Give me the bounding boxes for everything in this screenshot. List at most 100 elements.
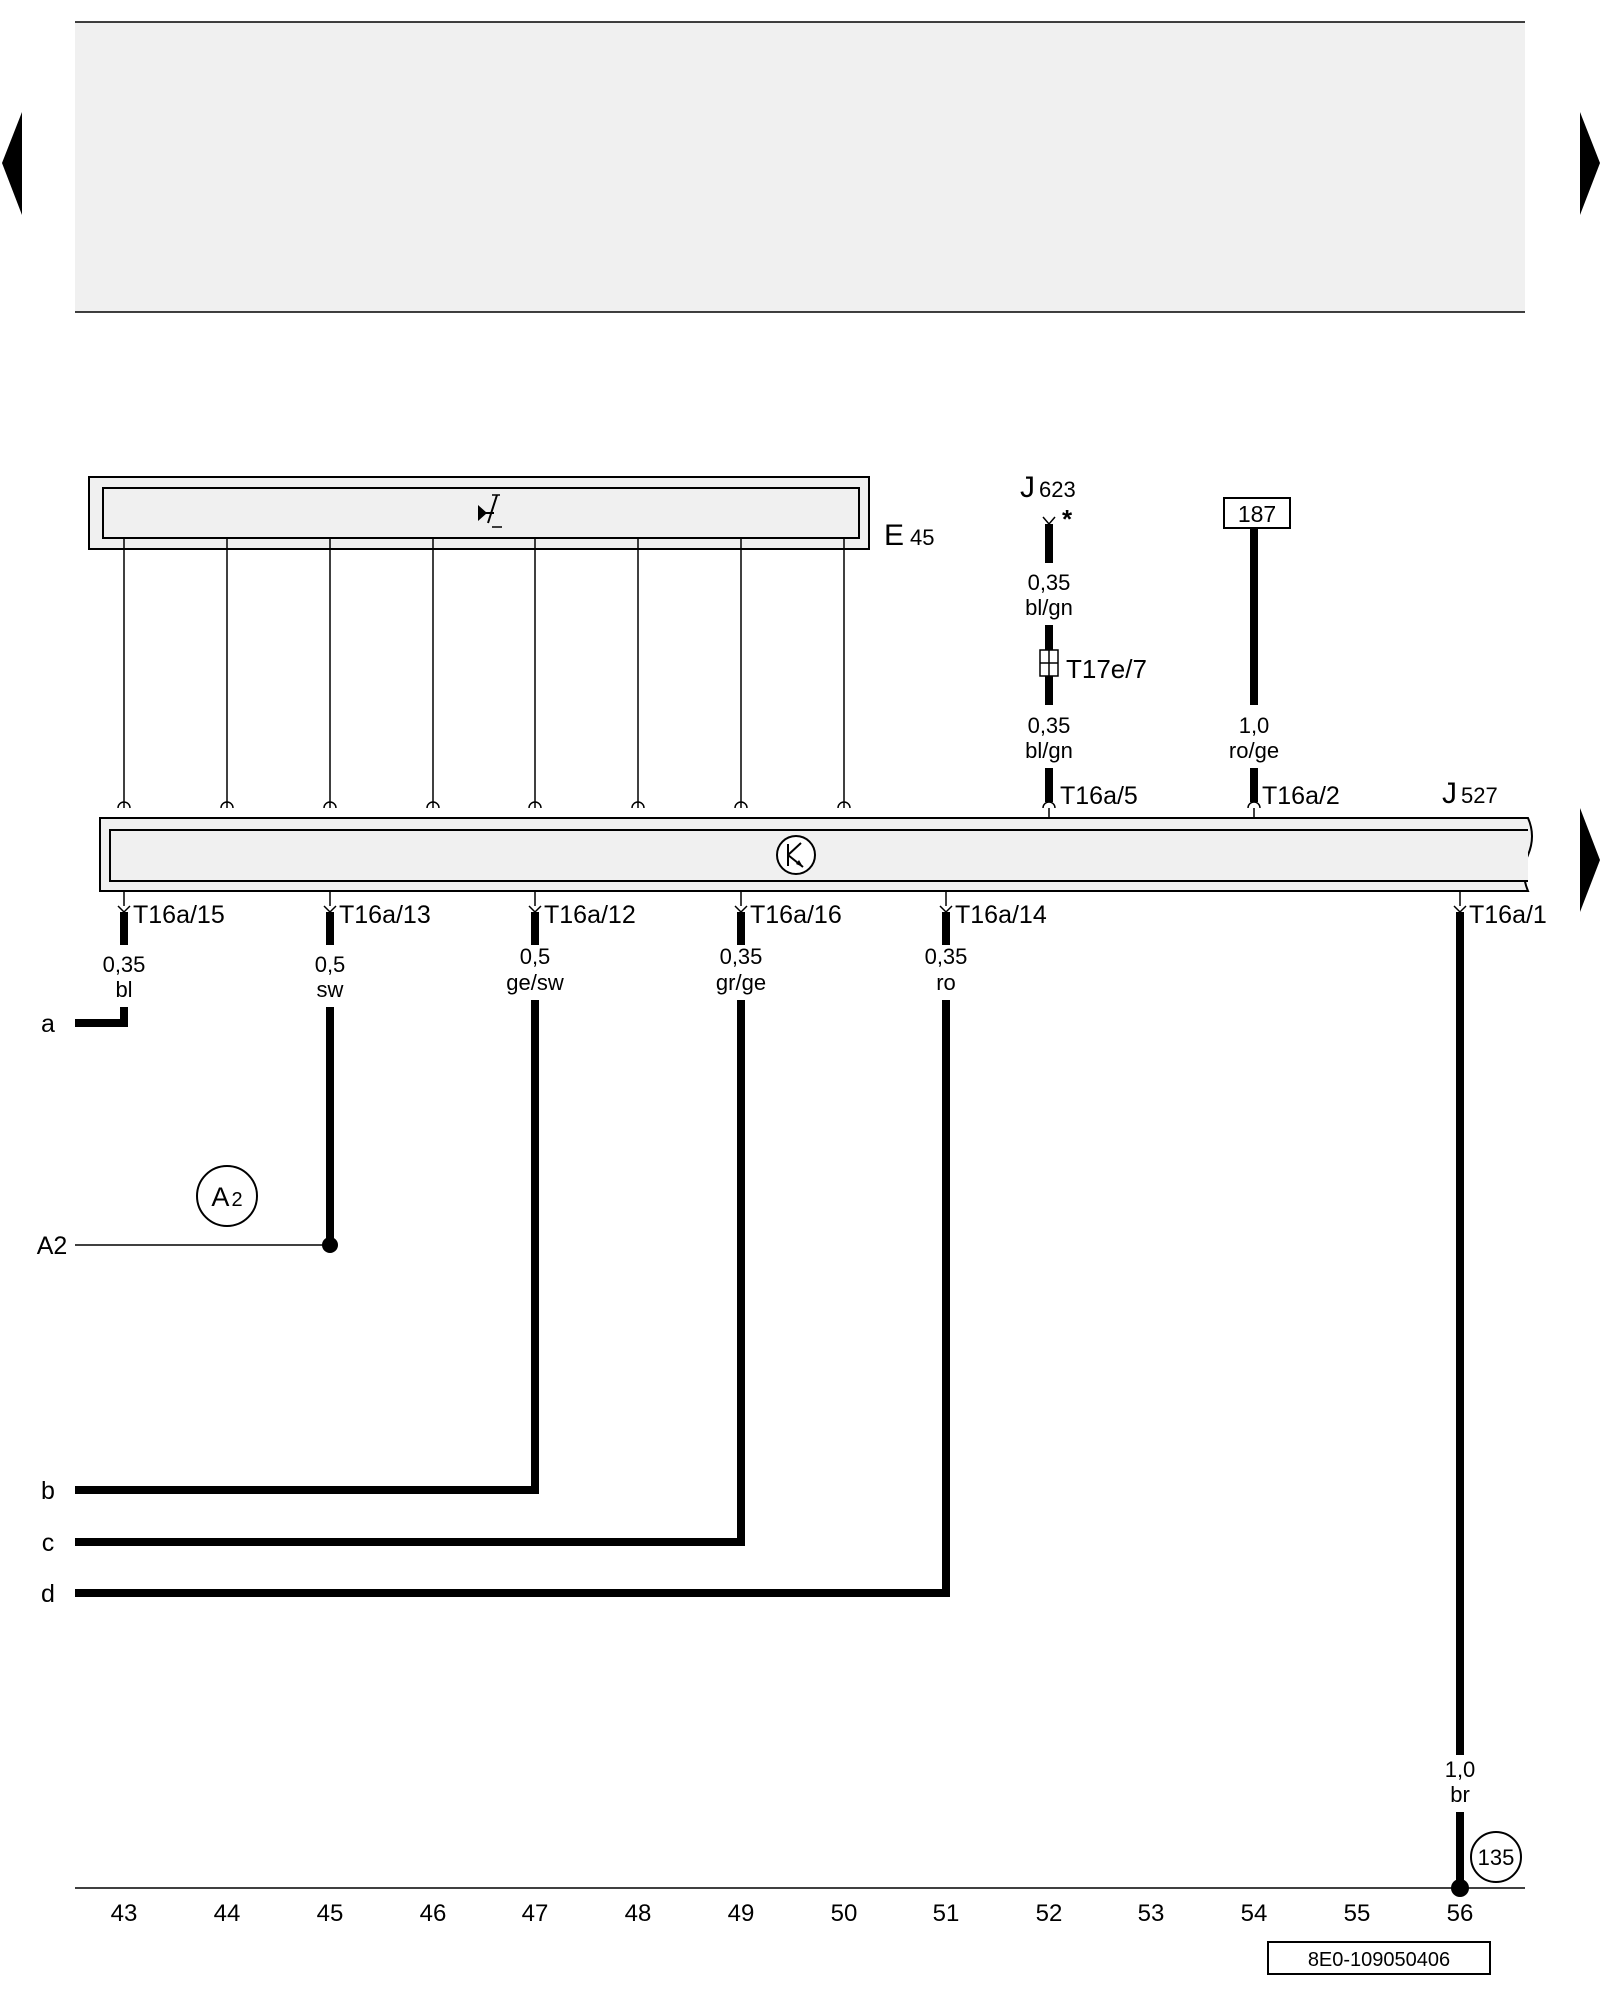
continue-arrow-icon[interactable] bbox=[1580, 808, 1600, 912]
column-number: 49 bbox=[728, 1900, 755, 1927]
ground-135-bubble bbox=[1470, 1831, 1522, 1883]
wire-d-bottom bbox=[75, 1000, 950, 1597]
pin-t16a-1: T16a/1 bbox=[1469, 901, 1547, 929]
pin-t16a-14: T16a/14 bbox=[955, 901, 1047, 929]
wire-d: 0,35 ro d bbox=[41, 912, 967, 1608]
pin-t16a-15: T16a/15 bbox=[133, 901, 225, 929]
transistor-symbol-icon bbox=[776, 835, 816, 875]
column-number: 43 bbox=[111, 1900, 138, 1927]
a2-bubble bbox=[196, 1165, 258, 1227]
column-number: 51 bbox=[933, 1900, 960, 1927]
column-number: 53 bbox=[1138, 1900, 1165, 1927]
next-page-arrow-icon[interactable] bbox=[1580, 112, 1600, 215]
column-number: 47 bbox=[522, 1900, 549, 1927]
label-b: b bbox=[41, 1477, 55, 1505]
column-number: 52 bbox=[1036, 1900, 1063, 1927]
column-number: 50 bbox=[831, 1900, 858, 1927]
column-number: 45 bbox=[317, 1900, 344, 1927]
pin-t16a-2: T16a/2 bbox=[1262, 782, 1340, 810]
wire-c-bottom bbox=[75, 1000, 745, 1546]
label-a2: A2 bbox=[37, 1232, 68, 1260]
wire-a-size: 0,35 bbox=[103, 952, 146, 977]
j527-inner-box bbox=[109, 829, 1528, 882]
t17e-label: T17e/7 bbox=[1066, 654, 1147, 684]
wire-a-bottom bbox=[75, 1007, 128, 1027]
pin-connector-icon bbox=[1042, 801, 1056, 809]
pin-connector-icon bbox=[939, 905, 953, 914]
label-c: c bbox=[42, 1529, 55, 1557]
wire-c: 0,35 gr/ge c bbox=[42, 912, 766, 1557]
column-number: 55 bbox=[1344, 1900, 1371, 1927]
prev-page-arrow-icon[interactable] bbox=[2, 112, 22, 215]
pin-connector-icon bbox=[528, 801, 542, 809]
wire-b-color: ge/sw bbox=[506, 970, 564, 995]
pin-t16a-16: T16a/16 bbox=[750, 901, 842, 929]
pin-connector-icon bbox=[117, 801, 131, 809]
wire-d-size: 0,35 bbox=[925, 944, 968, 969]
pin-connector-icon bbox=[1453, 905, 1467, 914]
pin-connector-icon bbox=[426, 801, 440, 809]
label-d: d bbox=[41, 1580, 55, 1608]
wire-b-size: 0,5 bbox=[520, 944, 551, 969]
column-number: 54 bbox=[1241, 1900, 1268, 1927]
doc-number-box bbox=[1267, 1941, 1491, 1975]
ground-135-text: 135 bbox=[1478, 1845, 1515, 1870]
t17e-connector-icon bbox=[1039, 649, 1059, 677]
pin-connector-icon bbox=[323, 905, 337, 914]
wire-b-bottom bbox=[75, 1000, 539, 1494]
j623-star: * bbox=[1062, 504, 1073, 534]
j623-lower-wire-size: 0,35 bbox=[1028, 713, 1071, 738]
column-numbers: 43 44 45 46 47 48 49 50 51 52 53 54 55 5… bbox=[111, 1900, 1474, 1927]
wire-ground: 1,0 br 135 bbox=[1445, 912, 1522, 1897]
wire-ground-color: br bbox=[1450, 1782, 1470, 1807]
pin-connector-icon bbox=[1247, 801, 1261, 809]
j623-pin-icon bbox=[1042, 516, 1056, 526]
ref-187-label: 187 bbox=[1238, 501, 1276, 527]
header-panel bbox=[75, 22, 1525, 312]
e45-to-j527-wires bbox=[117, 538, 851, 809]
ref-187-wire-group: 187 1,0 ro/ge T16a/2 bbox=[1223, 497, 1340, 830]
column-number: 48 bbox=[625, 1900, 652, 1927]
wire-d-color: ro bbox=[936, 970, 956, 995]
e45-switch-symbol-icon bbox=[478, 494, 502, 528]
pin-connector-icon bbox=[734, 801, 748, 809]
wire-a2-size: 0,5 bbox=[315, 952, 346, 977]
wire-a: 0,35 bl a bbox=[41, 912, 145, 1038]
pin-connector-icon bbox=[734, 905, 748, 914]
column-number: 46 bbox=[420, 1900, 447, 1927]
pin-connector-icon bbox=[323, 801, 337, 809]
pin-connector-icon bbox=[220, 801, 234, 809]
pin-connector-icon bbox=[631, 801, 645, 809]
column-number: 44 bbox=[214, 1900, 241, 1927]
wire-a2-color: sw bbox=[317, 977, 344, 1002]
wire-ground-size: 1,0 bbox=[1445, 1757, 1476, 1782]
ref-187-wire-size: 1,0 bbox=[1239, 713, 1270, 738]
pin-connector-icon bbox=[837, 801, 851, 809]
j623-wire-color: bl/gn bbox=[1025, 595, 1073, 620]
doc-number: 8E0-109050406 bbox=[1308, 1949, 1450, 1971]
pin-t16a-13: T16a/13 bbox=[339, 901, 431, 929]
junction-dot-icon bbox=[322, 1237, 338, 1253]
wire-c-color: gr/ge bbox=[716, 970, 766, 995]
j623-wire-size: 0,35 bbox=[1028, 570, 1071, 595]
label-a: a bbox=[41, 1010, 55, 1038]
column-number: 56 bbox=[1447, 1900, 1474, 1927]
ref-187-wire-color: ro/ge bbox=[1229, 738, 1279, 763]
wire-c-size: 0,35 bbox=[720, 944, 763, 969]
pin-connector-icon bbox=[528, 905, 542, 914]
wire-a-color: bl bbox=[115, 977, 132, 1002]
wire-b: 0,5 ge/sw b bbox=[41, 912, 564, 1505]
pin-t16a-5: T16a/5 bbox=[1060, 782, 1138, 810]
pin-connector-icon bbox=[117, 905, 131, 914]
j623-lower-wire-color: bl/gn bbox=[1025, 738, 1073, 763]
pin-t16a-12: T16a/12 bbox=[544, 901, 636, 929]
